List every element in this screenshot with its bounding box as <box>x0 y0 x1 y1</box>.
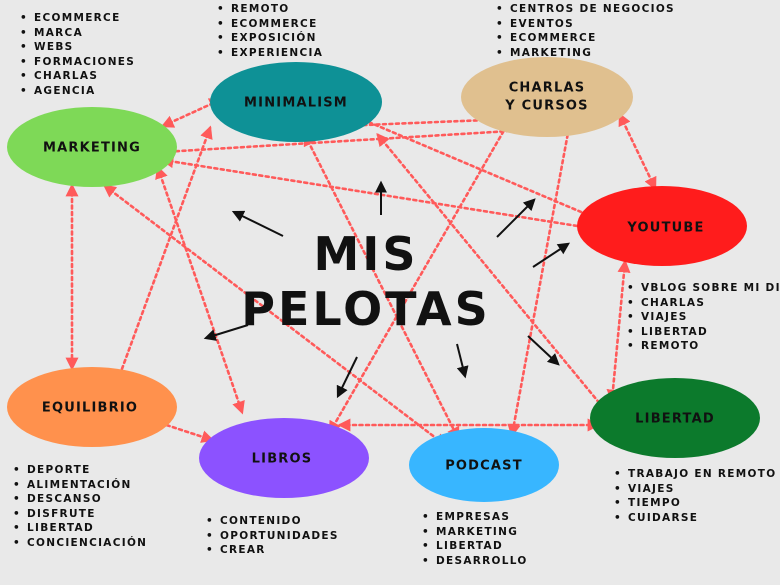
node-equilibrio[interactable]: EQUILIBRIO <box>7 367 177 447</box>
list-item: CONTENIDO <box>206 514 339 529</box>
node-charlas-label-line2: Y CURSOS <box>504 99 588 114</box>
center-arrow <box>496 198 536 238</box>
center-arrow <box>203 324 249 341</box>
connector-line <box>328 117 512 435</box>
node-charlas-label-line1: CHARLAS <box>509 81 586 96</box>
list-item: DEPORTE <box>13 463 147 478</box>
node-libertad[interactable]: LIBERTAD <box>590 378 760 458</box>
list-item: AGENCIA <box>20 84 135 99</box>
node-libertad-label: LIBERTAD <box>635 412 715 427</box>
list-item: DESCANSO <box>13 492 147 507</box>
center-arrow <box>231 210 284 237</box>
list-item: MARCA <box>20 26 135 41</box>
list-item: CHARLAS <box>627 296 780 311</box>
list-item: ECOMMERCE <box>496 31 675 46</box>
list-item: LIBERTAD <box>627 325 780 340</box>
list-item: LIBERTAD <box>422 539 528 554</box>
center-arrow <box>527 335 560 366</box>
list-item: ECOMMERCE <box>217 17 323 32</box>
connector-line <box>618 112 657 191</box>
node-minimalism-shape <box>210 62 382 142</box>
center-arrow <box>336 356 358 399</box>
connector-line <box>160 122 563 158</box>
list-item: CHARLAS <box>20 69 135 84</box>
list-item: OPORTUNIDADES <box>206 529 339 544</box>
node-podcast-label: PODCAST <box>445 459 523 474</box>
center-arrow <box>532 242 571 268</box>
list-item: EXPOSICIÓN <box>217 31 323 46</box>
node-minimalism[interactable]: MINIMALISM <box>210 62 382 142</box>
node-youtube-label: YOUTUBE <box>626 221 704 236</box>
center-title-line1: MIS <box>313 227 418 281</box>
node-equilibrio-shape <box>7 367 177 447</box>
node-charlas-shape <box>461 57 633 137</box>
list-item: CENTROS DE NEGOCIOS <box>496 2 675 17</box>
connector-line <box>606 259 631 403</box>
list-item: MARKETING <box>422 525 528 540</box>
center-title-line2: PELOTAS <box>241 282 490 336</box>
node-marketing-label: MARKETING <box>43 141 141 156</box>
list-item: FORMACIONES <box>20 55 135 70</box>
connector-line <box>112 125 213 391</box>
marketing-list: ECOMMERCE MARCA WEBS FORMACIONES CHARLAS… <box>20 11 135 98</box>
list-item: VIAJES <box>614 482 776 497</box>
node-podcast[interactable]: PODCAST <box>409 428 559 502</box>
center-arrow <box>456 343 469 379</box>
node-equilibrio-label: EQUILIBRIO <box>42 401 138 416</box>
list-item: LIBERTAD <box>13 521 147 536</box>
list-item: EMPRESAS <box>422 510 528 525</box>
node-libertad-shape <box>590 378 760 458</box>
list-item: VIAJES <box>627 310 780 325</box>
node-charlas-y-cursos[interactable]: CHARLAS Y CURSOS <box>461 57 633 137</box>
node-libros-label: LIBROS <box>252 452 313 467</box>
libertad-list: TRABAJO EN REMOTO VIAJES TIEMPO CUIDARSE <box>614 467 776 525</box>
node-libros-shape <box>199 418 369 498</box>
list-item: ECOMMERCE <box>20 11 135 26</box>
list-item: WEBS <box>20 40 135 55</box>
list-item: TRABAJO EN REMOTO <box>614 467 776 482</box>
list-item: EXPERIENCIA <box>217 46 323 61</box>
node-youtube[interactable]: YOUTUBE <box>577 186 747 266</box>
list-item: MARKETING <box>496 46 675 61</box>
node-minimalism-label: MINIMALISM <box>244 96 348 111</box>
node-youtube-shape <box>577 186 747 266</box>
list-item: ALIMENTACIÓN <box>13 478 147 493</box>
list-item: REMOTO <box>627 339 780 354</box>
node-podcast-shape <box>409 428 559 502</box>
list-item: REMOTO <box>217 2 323 17</box>
node-marketing-shape <box>7 107 177 187</box>
libros-list: CONTENIDO OPORTUNIDADES CREAR <box>206 514 339 558</box>
list-item: VBLOG SOBRE MI DIA <box>627 281 780 296</box>
list-item: CUIDARSE <box>614 511 776 526</box>
charlas-list: CENTROS DE NEGOCIOS EVENTOS ECOMMERCE MA… <box>496 2 675 60</box>
list-item: DESARROLLO <box>422 554 528 569</box>
podcast-list: EMPRESAS MARKETING LIBERTAD DESARROLLO <box>422 510 528 568</box>
list-item: DISFRUTE <box>13 507 147 522</box>
equilibrio-list: DEPORTE ALIMENTACIÓN DESCANSO DISFRUTE L… <box>13 463 147 550</box>
list-item: CREAR <box>206 543 339 558</box>
minimalism-list: REMOTO ECOMMERCE EXPOSICIÓN EXPERIENCIA <box>217 2 323 60</box>
list-item: CONCIENCIACIÓN <box>13 536 147 551</box>
center-arrows <box>203 180 571 399</box>
youtube-list: VBLOG SOBRE MI DIA CHARLAS VIAJES LIBERT… <box>627 281 780 354</box>
connector-line <box>155 165 245 415</box>
node-marketing[interactable]: MARKETING <box>7 107 177 187</box>
node-libros[interactable]: LIBROS <box>199 418 369 498</box>
connector-line <box>160 155 593 233</box>
connector-line <box>507 119 575 438</box>
list-item: EVENTOS <box>496 17 675 32</box>
list-item: TIEMPO <box>614 496 776 511</box>
